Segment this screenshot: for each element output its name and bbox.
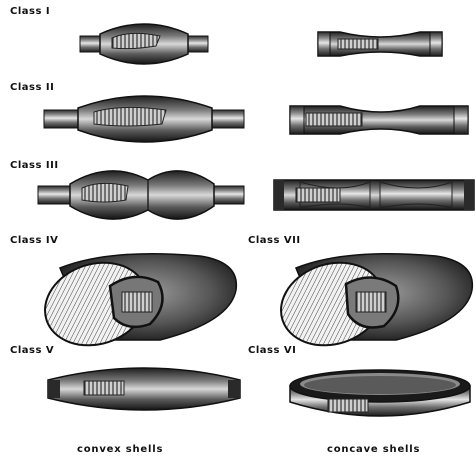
class-ii-convex-shell [44,96,244,142]
class-iii-concave-shell [274,180,474,210]
class-v-shell [48,368,240,410]
class-i-convex-shell [80,24,208,64]
class-ii-concave-shell [290,106,468,134]
class-vii-shell [270,250,472,358]
class-vi-shell [290,370,470,416]
class-iii-convex-shell [38,171,244,219]
class-iv-shell [34,250,236,358]
class-i-concave-shell [318,32,442,56]
